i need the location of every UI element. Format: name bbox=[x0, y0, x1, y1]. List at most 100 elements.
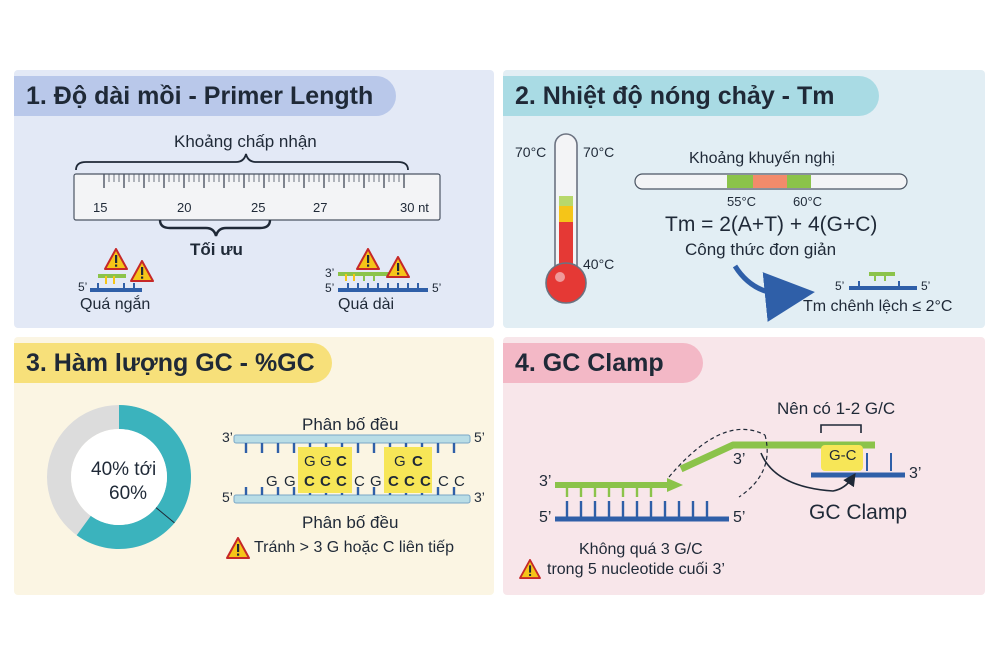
panel-gc-content: 3. Hàm lượng GC - %GC 40% tới 60% Phân b… bbox=[14, 337, 494, 595]
too-short-label: Quá ngắn bbox=[80, 296, 151, 313]
strand-end-label: 5’ bbox=[222, 489, 233, 505]
ruler bbox=[73, 173, 441, 221]
thermometer-label: 70°C bbox=[515, 144, 547, 160]
panel-gc-clamp: 4. GC Clamp Nên có 1-2 G/C G-C 3’ 3’ 5’ … bbox=[503, 337, 985, 595]
gc-clamp-diagram bbox=[519, 424, 905, 579]
base-letter: C bbox=[388, 473, 399, 490]
strand-end-label: 3’ bbox=[539, 473, 552, 490]
base-letter: C bbox=[304, 473, 315, 490]
gc-box bbox=[821, 445, 863, 471]
gc-bracket bbox=[820, 424, 862, 433]
panel-title: 1. Độ dài mồi - Primer Length bbox=[14, 76, 396, 116]
base-letter: C bbox=[404, 473, 415, 490]
range-low-label: 55°C bbox=[727, 194, 757, 209]
strand-end-label: 3’ bbox=[733, 451, 746, 468]
gc-donut-chart bbox=[47, 405, 191, 549]
warning-icon bbox=[104, 248, 128, 270]
strand-end-label: 5’ bbox=[432, 281, 442, 295]
thermometer bbox=[545, 133, 587, 304]
too-short-primer bbox=[90, 274, 142, 292]
panel-melting-temperature: 2. Nhiệt độ nóng chảy - Tm 70°C 70°C bbox=[503, 70, 985, 328]
should-have-label: Nên có 1-2 G/C bbox=[777, 399, 896, 418]
strand-end-label: 5’ bbox=[733, 509, 746, 526]
primer-length-diagram bbox=[73, 153, 441, 292]
bottom-strand bbox=[233, 494, 471, 504]
warning-icon bbox=[386, 256, 410, 278]
melting-temperature-diagram bbox=[545, 133, 917, 322]
base-letter: C bbox=[354, 473, 365, 490]
warning-icon bbox=[130, 260, 154, 282]
strand-end-label: 3’ bbox=[325, 266, 335, 280]
curved-arrow bbox=[760, 452, 856, 492]
top-strand bbox=[233, 434, 471, 444]
base-letter: C bbox=[320, 473, 331, 490]
panel-title: 3. Hàm lượng GC - %GC bbox=[14, 343, 332, 383]
distribution-label-bottom: Phân bố đều bbox=[302, 513, 399, 532]
base-letter: C bbox=[454, 473, 465, 490]
gc-highlight bbox=[384, 447, 432, 493]
too-long-label: Quá dài bbox=[338, 296, 395, 313]
optimal-brace bbox=[158, 219, 272, 237]
acceptable-range-label: Khoảng chấp nhận bbox=[174, 132, 317, 151]
panel-primer-length: 1. Độ dài mồi - Primer Length bbox=[14, 70, 494, 328]
ruler-tick-label: 15 bbox=[93, 200, 108, 215]
strand-end-label: 5’ bbox=[921, 279, 931, 293]
base-letter: G bbox=[394, 453, 406, 470]
base-letter: C bbox=[336, 453, 347, 470]
range-high-label: 60°C bbox=[793, 194, 823, 209]
panel-title: 4. GC Clamp bbox=[503, 343, 703, 383]
dashed-guide bbox=[738, 434, 768, 498]
ruler-tick-marks bbox=[103, 174, 405, 188]
clamp-warning-line1: Không quá 3 G/C bbox=[579, 541, 703, 558]
formula-caption: Công thức đơn giản bbox=[685, 240, 837, 259]
tm-formula: Tm = 2(A+T) + 4(G+C) bbox=[665, 213, 878, 236]
donut-label: 60% bbox=[109, 483, 148, 504]
thermometer-label: 70°C bbox=[583, 144, 615, 160]
gc-clamp-label: GC Clamp bbox=[809, 501, 908, 524]
clamp-warning-line2: trong 5 nucleotide cuối 3’ bbox=[547, 561, 725, 578]
distribution-label-top: Phân bố đều bbox=[302, 415, 399, 434]
optimal-label: Tối ưu bbox=[190, 240, 243, 259]
donut-label: 40% tới bbox=[91, 459, 157, 480]
ruler-tick-label: 30 nt bbox=[400, 200, 429, 215]
base-letter: G bbox=[304, 453, 316, 470]
strand-end-label: 5’ bbox=[78, 280, 88, 294]
strand-end-label: 5’ bbox=[539, 509, 552, 526]
gc-content-diagram bbox=[47, 405, 471, 559]
base-letter: C bbox=[438, 473, 449, 490]
warning-icon bbox=[226, 537, 250, 559]
donut-divider bbox=[155, 507, 175, 524]
strand-end-label: 5’ bbox=[835, 279, 845, 293]
dashed-guide bbox=[668, 428, 766, 478]
warning-icon bbox=[519, 559, 541, 579]
curved-arrow bbox=[732, 264, 815, 322]
tm-difference-label: Tm chênh lệch ≤ 2°C bbox=[803, 298, 953, 315]
strand-end-label: 5’ bbox=[474, 429, 485, 445]
base-letter: G bbox=[370, 473, 382, 490]
base-letter: C bbox=[412, 453, 423, 470]
base-letter: G bbox=[284, 473, 296, 490]
gc-highlight bbox=[298, 447, 352, 493]
too-long-primer bbox=[338, 272, 428, 292]
primer-pair bbox=[849, 272, 917, 290]
thermometer-label: 40°C bbox=[583, 256, 615, 272]
warning-icon bbox=[356, 248, 380, 270]
donut-hole bbox=[71, 429, 167, 525]
gc-warning-text: Tránh > 3 G hoặc C liên tiếp bbox=[254, 539, 454, 556]
strand-end-label: 3’ bbox=[474, 489, 485, 505]
gc-box-label: G-C bbox=[829, 447, 857, 464]
base-letter: G bbox=[320, 453, 332, 470]
template-strand bbox=[555, 501, 729, 522]
base-letter: C bbox=[420, 473, 431, 490]
panel-title: 2. Nhiệt độ nóng chảy - Tm bbox=[503, 76, 879, 116]
base-letter: G bbox=[266, 473, 278, 490]
ruler-tick-label: 25 bbox=[251, 200, 266, 215]
acceptable-range-brace bbox=[75, 153, 409, 171]
recommended-range-label: Khoảng khuyến nghị bbox=[689, 150, 835, 167]
base-letter: C bbox=[336, 473, 347, 490]
strand-end-label: 5’ bbox=[325, 281, 335, 295]
strand-end-label: 3’ bbox=[222, 429, 233, 445]
ruler-tick-label: 20 bbox=[177, 200, 192, 215]
ruler-tick-label: 27 bbox=[313, 200, 328, 215]
strand-end-label: 3’ bbox=[909, 465, 922, 482]
